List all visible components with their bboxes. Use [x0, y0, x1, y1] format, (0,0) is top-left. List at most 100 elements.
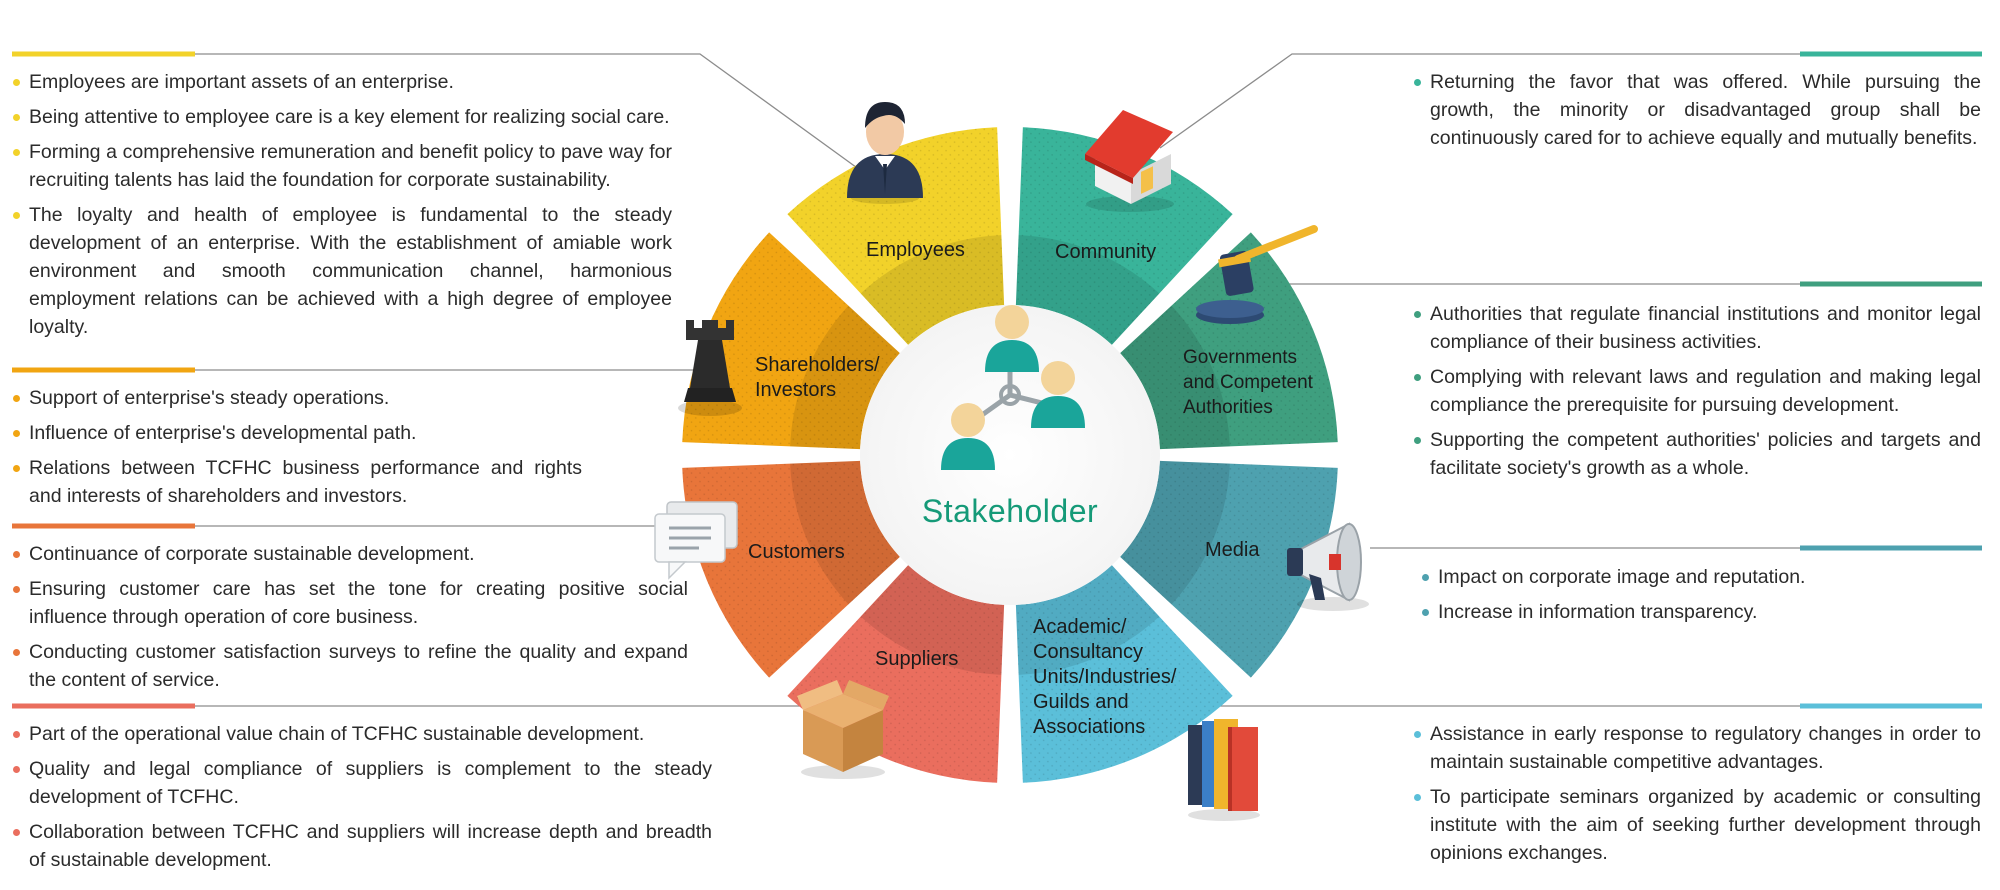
bullet-text: Assistance in early response to regulato…: [1430, 723, 1981, 773]
segment-label-line: Academic/: [1033, 616, 1127, 638]
bullet-text: Support of enterprise's steady operation…: [29, 387, 390, 409]
shareholders-bullet-item: Relations between TCFHC business perform…: [12, 454, 582, 510]
businessman-icon: [847, 102, 923, 204]
bullet-text: Quality and legal compliance of supplier…: [29, 758, 712, 808]
bullet-text: Being attentive to employee care is a ke…: [29, 106, 670, 128]
segment-label-employees: Employees: [866, 239, 965, 261]
suppliers-bullet-item: Collaboration between TCFHC and supplier…: [12, 818, 712, 874]
bullet-text: Collaboration between TCFHC and supplier…: [29, 821, 712, 871]
wheel-segment-texture: [1120, 460, 1338, 678]
wheel-segment-inner-shade: [860, 565, 1005, 675]
bullet-dot: [13, 766, 20, 773]
media-description: Impact on corporate image and reputation…: [1421, 563, 1981, 633]
megaphone-icon: [1287, 522, 1369, 611]
bullet-dot: [1414, 731, 1421, 738]
bullet-text: Influence of enterprise's developmental …: [29, 422, 417, 444]
segment-label-governments: Governments and Competent Authorities: [1183, 345, 1313, 420]
wheel-segment-texture: [1015, 565, 1233, 783]
segment-label-line: Units/Industries/: [1033, 666, 1177, 688]
bullet-dot: [1414, 794, 1421, 801]
wheel-segment-inner-shade: [1120, 305, 1230, 450]
bullet-text: Ensuring customer care has set the tone …: [29, 578, 688, 628]
shareholders-description: Support of enterprise's steady operation…: [12, 384, 582, 517]
media-bullet-item: Impact on corporate image and reputation…: [1421, 563, 1981, 591]
shareholders-bullet-item: Influence of enterprise's developmental …: [12, 419, 582, 447]
wheel-segment-inner-shade: [1015, 235, 1160, 345]
segment-label-line: Authorities: [1183, 397, 1273, 418]
segment-label-suppliers: Suppliers: [875, 648, 959, 670]
bullet-dot: [13, 465, 20, 472]
employees-description: Employees are important assets of an ent…: [12, 68, 672, 348]
bullet-text: Conducting customer satisfaction surveys…: [29, 641, 688, 691]
bullet-dot: [13, 430, 20, 437]
books-icon: [1188, 719, 1260, 821]
employees-bullet-item: Employees are important assets of an ent…: [12, 68, 672, 96]
people-network-icon: [941, 305, 1085, 470]
customers-bullet-item: Conducting customer satisfaction surveys…: [12, 638, 688, 694]
bullet-dot: [13, 395, 20, 402]
governments-bullet-item: Complying with relevant laws and regulat…: [1413, 363, 1981, 419]
employees-bullet-item: The loyalty and health of employee is fu…: [12, 201, 672, 341]
bullet-text: Complying with relevant laws and regulat…: [1430, 366, 1981, 416]
segment-label-customers: Customers: [748, 541, 845, 563]
wheel-segment-texture: [1120, 232, 1338, 450]
bullet-text: Returning the favor that was offered. Wh…: [1430, 71, 1981, 149]
bullet-text: To participate seminars organized by aca…: [1430, 786, 1981, 864]
speech-bubbles-icon: [654, 501, 738, 580]
bullet-dot: [13, 551, 20, 558]
bullet-text: Increase in information transparency.: [1438, 601, 1758, 623]
center-title: Stakeholder: [921, 493, 1099, 529]
bullet-dot: [13, 149, 20, 156]
center-disc: [860, 305, 1160, 605]
segment-label-line: Shareholders/: [755, 354, 880, 376]
wheel-segment-inner-shade: [1120, 460, 1230, 605]
bullet-dot: [13, 649, 20, 656]
bullet-text: Authorities that regulate financial inst…: [1430, 303, 1981, 353]
academic-bullet-item: To participate seminars organized by aca…: [1413, 783, 1981, 867]
bullet-dot: [13, 79, 20, 86]
bullet-dot: [13, 114, 20, 121]
academic-bullet-item: Assistance in early response to regulato…: [1413, 720, 1981, 776]
segment-label-line: Governments: [1183, 347, 1298, 368]
customers-description: Continuance of corporate sustainable dev…: [12, 540, 688, 701]
employees-bullet-item: Forming a comprehensive remuneration and…: [12, 138, 672, 194]
employees-connector: [195, 53, 861, 171]
segment-label-shareholders: Shareholders/ Investors: [755, 353, 880, 403]
bullet-dot: [13, 829, 20, 836]
segment-label-academic: Academic/ Consultancy Units/Industries/ …: [1033, 615, 1176, 740]
community-description: Returning the favor that was offered. Wh…: [1413, 68, 1981, 159]
wheel-segment-inner-shade: [1015, 565, 1160, 675]
chess-rook-icon: [678, 320, 742, 416]
wheel-segment-texture: [682, 232, 900, 450]
governments-description: Authorities that regulate financial inst…: [1413, 300, 1981, 489]
customers-bullet-item: Ensuring customer care has set the tone …: [12, 575, 688, 631]
bullet-dot: [1414, 374, 1421, 381]
governments-bullet-item: Supporting the competent authorities' po…: [1413, 426, 1981, 482]
customers-bullet-item: Continuance of corporate sustainable dev…: [12, 540, 688, 568]
governments-bullet-item: Authorities that regulate financial inst…: [1413, 300, 1981, 356]
segment-label-community: Community: [1055, 241, 1157, 263]
bullet-text: Supporting the competent authorities' po…: [1430, 429, 1981, 479]
bullet-dot: [13, 212, 20, 219]
segment-label-line: and Competent: [1183, 372, 1313, 393]
segment-label-line: Associations: [1033, 716, 1146, 738]
bullet-dot: [1414, 437, 1421, 444]
suppliers-bullet-item: Part of the operational value chain of T…: [12, 720, 712, 748]
wheel-segment-texture: [787, 127, 1005, 345]
bullet-dot: [1422, 609, 1429, 616]
bullet-dot: [1414, 79, 1421, 86]
segment-label-media: Media: [1205, 539, 1260, 561]
bullet-text: Impact on corporate image and reputation…: [1438, 566, 1806, 588]
bullet-text: Employees are important assets of an ent…: [29, 71, 454, 93]
suppliers-description: Part of the operational value chain of T…: [12, 720, 712, 881]
bullet-dot: [1422, 574, 1429, 581]
bullet-dot: [13, 586, 20, 593]
wheel-segment-texture: [1015, 127, 1233, 345]
wheel-segment-inner-shade: [860, 235, 1005, 345]
bullet-text: Forming a comprehensive remuneration and…: [29, 141, 672, 191]
academic-description: Assistance in early response to regulato…: [1413, 720, 1981, 874]
shareholders-bullet-item: Support of enterprise's steady operation…: [12, 384, 582, 412]
community-bullet-item: Returning the favor that was offered. Wh…: [1413, 68, 1981, 152]
